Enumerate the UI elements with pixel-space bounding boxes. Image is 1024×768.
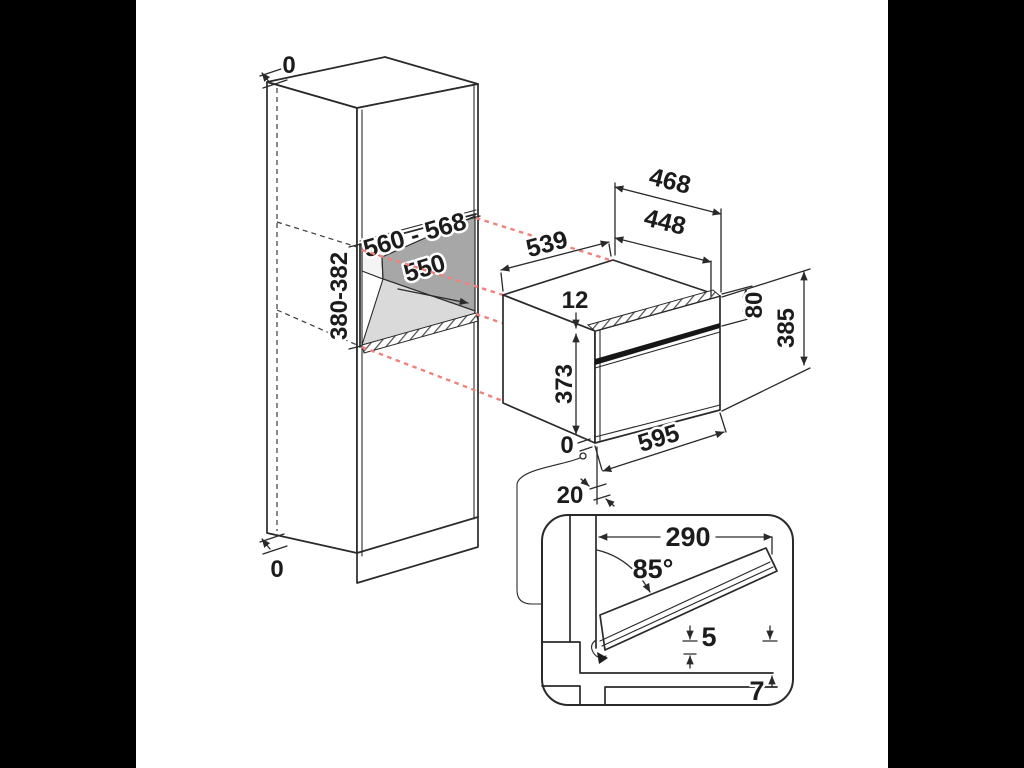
projection-bottom-left <box>361 345 504 403</box>
dim-clearance-bottom: 0 <box>259 533 288 586</box>
dim-zero-appliance: 0 <box>558 430 593 462</box>
dim-290-label: 290 <box>665 522 710 552</box>
leader-origin-circle <box>579 452 587 460</box>
section-plinth-step <box>541 685 581 705</box>
clearance-bottom-label: 0 <box>270 556 283 583</box>
installation-diagram: 560 - 568 550 380-382 0 <box>259 50 811 709</box>
dim-385-label: 385 <box>773 308 800 348</box>
niche-top-edge-2 <box>359 209 477 242</box>
detail-leader-line <box>516 457 581 605</box>
appliance-door-seam <box>595 323 720 365</box>
dim-angle-label: 85° <box>633 554 674 584</box>
appliance <box>502 259 722 444</box>
dim-12-label: 12 <box>562 287 589 314</box>
dim-539-label: 539 <box>523 225 571 263</box>
dim-468-label: 468 <box>646 163 693 200</box>
dim-clearance-top: 0 <box>259 50 298 89</box>
appliance-door-top-line <box>594 331 721 369</box>
dim-7-label: 7 <box>749 676 764 706</box>
projection-bottom-right <box>475 312 506 326</box>
niche-height-label: 380-382 <box>326 252 353 340</box>
dim-80: 80 <box>721 285 771 327</box>
dim-angle: 85° <box>596 549 676 593</box>
dim-12: 12 <box>559 285 591 329</box>
door-panel <box>599 547 778 651</box>
cabinet-plinth <box>356 516 479 584</box>
dim-373-label: 373 <box>551 364 578 404</box>
dim-290: 290 <box>598 520 773 555</box>
section-floor-line <box>604 686 778 705</box>
dim-385: 385 <box>721 268 811 412</box>
dim-5-label: 5 <box>701 622 716 652</box>
dim-zero-appliance-label: 0 <box>560 432 573 459</box>
niche-top-edge <box>359 213 477 246</box>
door-detail-callout: 290 85° 5 <box>541 514 794 709</box>
dim-373: 373 <box>549 333 581 435</box>
projection-top-left <box>361 248 504 297</box>
clearance-top-label: 0 <box>282 52 295 79</box>
dim-niche-height: 380-382 <box>324 243 362 350</box>
door-tip-cap <box>767 551 776 567</box>
dim-20: 20 <box>554 446 615 512</box>
dim-80-label: 80 <box>741 292 768 319</box>
dim-5: 5 <box>682 620 778 669</box>
door-inner-line-2 <box>599 561 771 642</box>
door-inner-line-1 <box>601 566 774 647</box>
drawing-canvas: 560 - 568 550 380-382 0 <box>136 0 888 768</box>
dim-20-label: 20 <box>557 482 584 509</box>
section-base-step <box>541 641 774 674</box>
door-hinge-tip <box>597 652 608 664</box>
appliance-top-vent-hatch <box>586 289 722 332</box>
hidden-niche-bottom <box>276 309 358 346</box>
hidden-niche-top <box>276 221 358 248</box>
dim-7: 7 <box>747 674 776 709</box>
open-door <box>590 547 778 664</box>
dim-448-label: 448 <box>641 204 688 241</box>
niche-floor-front-edge-hatch <box>361 312 479 354</box>
